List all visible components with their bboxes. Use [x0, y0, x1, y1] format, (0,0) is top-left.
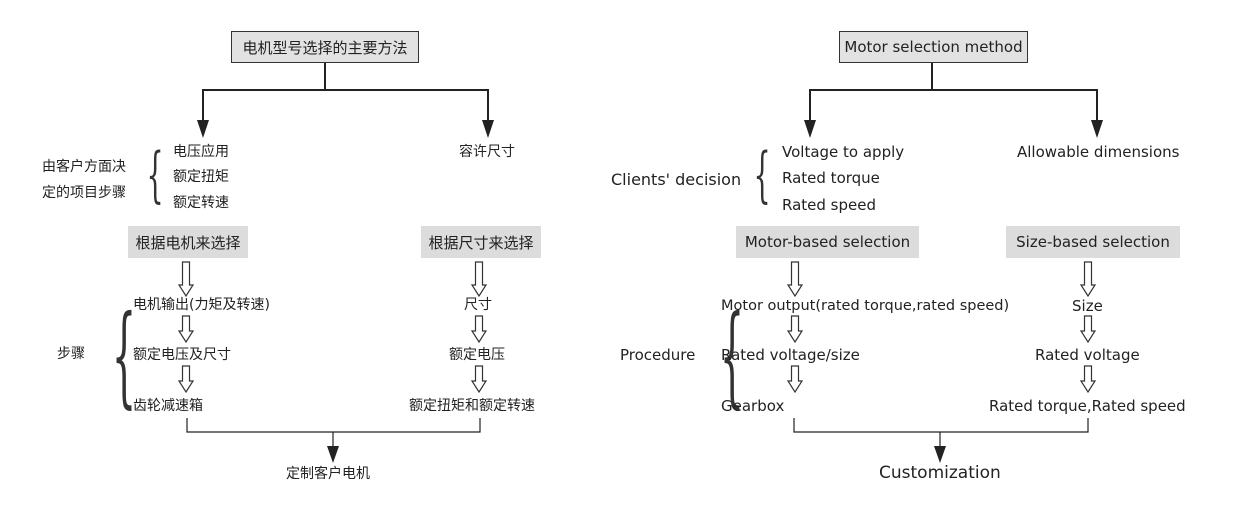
- cn-right-step-2: 额定电压: [449, 347, 505, 363]
- hollow-down-arrow: [1079, 315, 1097, 344]
- cn-procedure-brace: {: [111, 291, 137, 419]
- hollow-down-arrow: [470, 315, 488, 344]
- cn-item-speed: 额定转速: [173, 195, 229, 211]
- arrowheads: [197, 120, 1103, 463]
- cn-client-decision-line1: 由客户方面决: [42, 159, 126, 175]
- en-procedure-brace: {: [719, 291, 745, 419]
- cn-item-torque: 额定扭矩: [173, 169, 229, 185]
- en-title-box: Motor selection method: [839, 31, 1028, 63]
- cn-title: 电机型号选择的主要方法: [242, 38, 408, 57]
- cn-left-step-1: 电机输出(力矩及转速): [133, 297, 270, 313]
- en-right-step-2: Rated voltage: [1035, 346, 1140, 364]
- hollow-down-arrow: [1079, 365, 1097, 394]
- hollow-down-arrow: [786, 365, 804, 394]
- en-size-based: Size-based selection: [1016, 233, 1170, 251]
- en-client-decision: Clients' decision: [611, 170, 742, 189]
- en-left-step-2: Rated voltage/size: [721, 346, 860, 364]
- cn-client-decision-line2: 定的项目步骤: [42, 185, 126, 201]
- en-left-step-3: Gearbox: [721, 397, 785, 415]
- hollow-down-arrow: [470, 365, 488, 394]
- cn-procedure: 步骤: [57, 346, 85, 362]
- cn-motor-based-box: 根据电机来选择: [128, 226, 248, 258]
- cn-title-box: 电机型号选择的主要方法: [231, 31, 419, 63]
- hollow-down-arrow: [177, 365, 195, 394]
- en-item-voltage: Voltage to apply: [782, 143, 905, 161]
- cn-left-step-2: 额定电压及尺寸: [133, 347, 231, 363]
- cn-allowable: 容许尺寸: [459, 144, 515, 160]
- cn-size-based: 根据尺寸来选择: [428, 233, 534, 252]
- en-motor-based: Motor-based selection: [744, 233, 911, 251]
- en-motor-based-box: Motor-based selection: [736, 226, 919, 258]
- en-right-step-1: Size: [1072, 297, 1103, 315]
- en-client-brace: {: [753, 140, 771, 210]
- en-size-based-box: Size-based selection: [1006, 226, 1180, 258]
- en-item-speed: Rated speed: [782, 196, 876, 214]
- en-allowable: Allowable dimensions: [1017, 143, 1180, 161]
- cn-right-step-3: 额定扭矩和额定转速: [409, 398, 535, 414]
- cn-motor-based: 根据电机来选择: [135, 233, 241, 252]
- hollow-down-arrow: [177, 315, 195, 344]
- cn-result: 定制客户电机: [286, 466, 370, 482]
- en-item-torque: Rated torque: [782, 169, 880, 187]
- cn-item-voltage: 电压应用: [173, 144, 229, 160]
- hollow-down-arrow: [1079, 261, 1097, 298]
- en-title: Motor selection method: [844, 38, 1023, 56]
- hollow-down-arrow: [786, 315, 804, 344]
- hollow-down-arrow: [470, 261, 488, 298]
- hollow-down-arrow: [177, 261, 195, 298]
- cn-left-step-3: 齿轮减速箱: [133, 398, 203, 414]
- cn-client-brace: {: [146, 140, 164, 210]
- en-procedure: Procedure: [620, 346, 696, 364]
- cn-right-step-1: 尺寸: [464, 297, 492, 313]
- en-right-step-3: Rated torque,Rated speed: [989, 397, 1186, 415]
- hollow-down-arrow: [786, 261, 804, 298]
- cn-size-based-box: 根据尺寸来选择: [421, 226, 541, 258]
- en-left-step-1: Motor output(rated torque,rated speed): [721, 298, 1010, 314]
- en-result: Customization: [879, 463, 1001, 483]
